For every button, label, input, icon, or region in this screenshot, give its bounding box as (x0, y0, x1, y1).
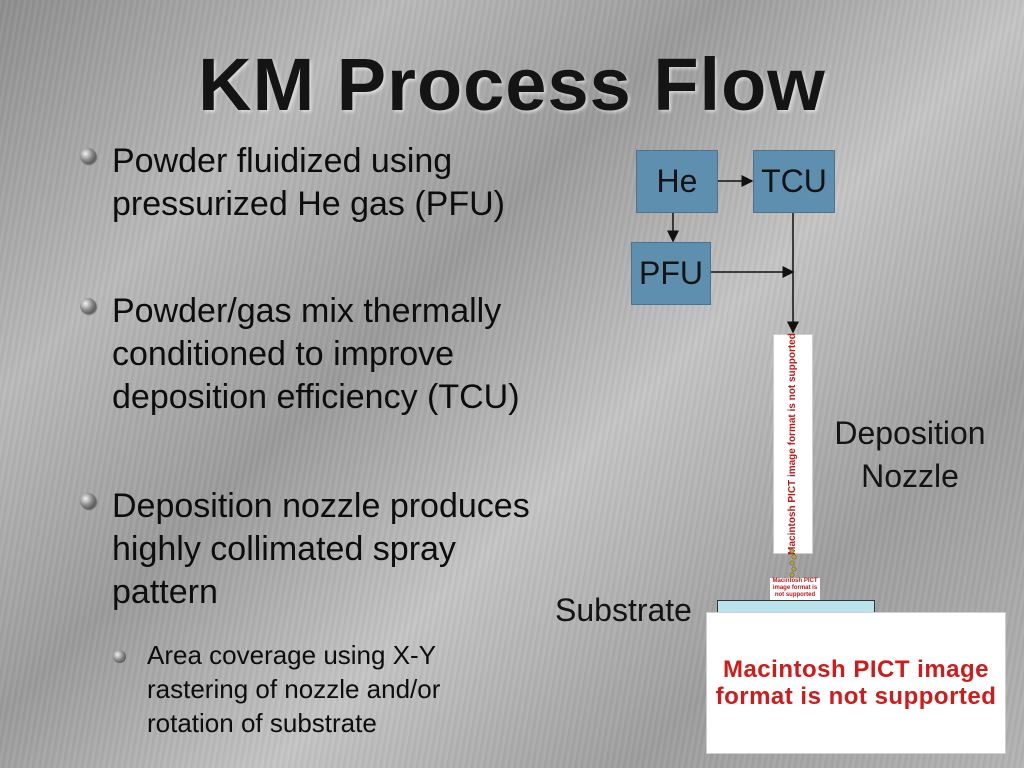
he-box: He (636, 150, 718, 213)
sub-bullet-dot-icon (113, 650, 126, 663)
bullet-dot-icon (80, 493, 96, 509)
pfu-box: PFU (631, 242, 711, 305)
small-pict-placeholder: Macintosh PICT image format is not suppo… (770, 578, 820, 600)
sub-bullet-text: Area coverage using X-Y rastering of noz… (147, 640, 441, 738)
tcu-box: TCU (753, 150, 835, 213)
bullet-text: Powder fluidized using pressurized He ga… (112, 142, 506, 223)
nozzle-pict-placeholder: Macintosh PICT image format is not suppo… (787, 333, 798, 555)
deposition-nozzle-label: Deposition Nozzle (834, 415, 986, 494)
pict-placeholder-text: Macintosh PICT image format is not suppo… (715, 656, 997, 710)
slide-title: KM Process Flow (198, 43, 826, 126)
bullet-text: Powder/gas mix thermally conditioned to … (112, 292, 520, 416)
pict-placeholder-image: Macintosh PICT image format is not suppo… (706, 612, 1006, 754)
deposition-nozzle-image: Macintosh PICT image format is not suppo… (773, 333, 813, 555)
bullet-dot-icon (80, 298, 96, 314)
bullet-text: Deposition nozzle produces highly collim… (112, 487, 530, 611)
bullet-dot-icon (80, 148, 96, 164)
substrate-label: Substrate (555, 592, 692, 628)
spray-particles-icon (789, 548, 797, 578)
